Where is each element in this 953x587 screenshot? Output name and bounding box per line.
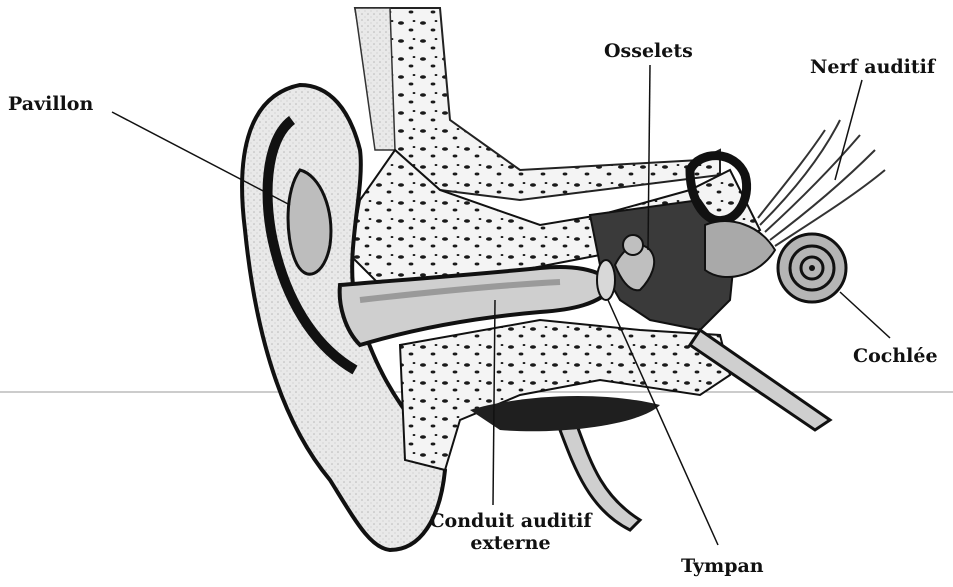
label-cochlee: Cochlée	[853, 345, 938, 367]
temporal-bone-lower	[400, 320, 730, 470]
cochlea-core	[809, 265, 815, 271]
label-conduit-line2: externe	[428, 532, 593, 554]
leader-nerf	[835, 80, 862, 180]
label-tympan: Tympan	[681, 555, 764, 577]
label-osselets: Osselets	[604, 40, 693, 62]
skin-column	[355, 8, 395, 150]
label-conduit-auditif-externe: Conduit auditif externe	[428, 510, 593, 554]
label-conduit-line1: Conduit auditif	[428, 510, 593, 532]
label-pavillon: Pavillon	[8, 93, 93, 115]
auditory-nerve	[758, 120, 885, 246]
vestibule	[705, 221, 775, 277]
label-nerf-auditif: Nerf auditif	[810, 56, 935, 78]
leader-cochlee	[840, 292, 890, 338]
tympanic-membrane	[597, 260, 615, 300]
ossicle-head	[623, 235, 643, 255]
